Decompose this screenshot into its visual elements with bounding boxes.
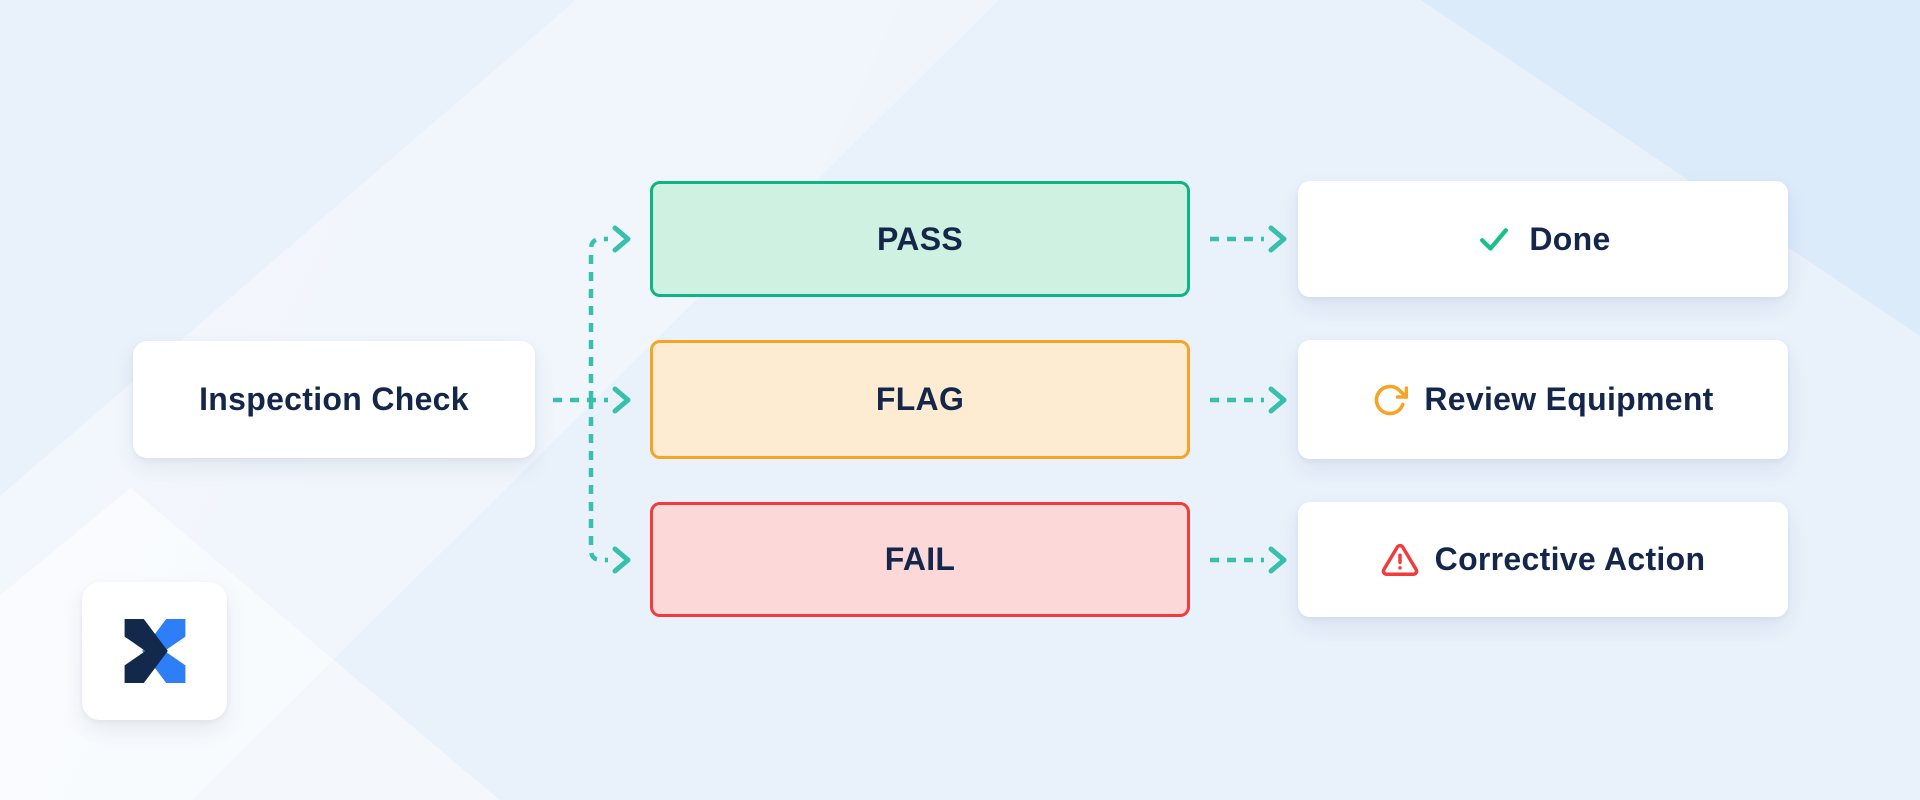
- inspection-check-label: Inspection Check: [199, 381, 469, 417]
- inspection-check-node: Inspection Check: [133, 341, 535, 458]
- connector-branch-to-fail: [588, 400, 608, 563]
- arrowhead-icon: [612, 225, 631, 253]
- arrowhead-icon: [1268, 386, 1287, 414]
- rotate-cw-icon: [1375, 384, 1409, 415]
- review-equipment-node: Review Equipment: [1298, 340, 1788, 459]
- arrowhead-icon: [612, 386, 631, 414]
- flag-node: FLAG: [650, 340, 1190, 459]
- done-label: Done: [1529, 220, 1611, 257]
- arrowhead-icon: [1268, 225, 1287, 253]
- fail-label: FAIL: [884, 541, 956, 577]
- flag-label: FLAG: [875, 381, 965, 417]
- pass-node: PASS: [650, 181, 1190, 297]
- x-logo-icon: [124, 619, 185, 683]
- arrowhead-icon: [612, 546, 631, 574]
- alert-triangle-icon: [1381, 543, 1418, 576]
- pass-label: PASS: [877, 220, 963, 257]
- logo-card: [82, 582, 227, 720]
- connector-branch-to-pass: [588, 236, 608, 400]
- done-node: Done: [1298, 181, 1788, 297]
- check-icon: [1480, 228, 1509, 251]
- fail-node: FAIL: [650, 502, 1190, 617]
- review-equipment-label: Review Equipment: [1424, 381, 1714, 417]
- corrective-action-node: Corrective Action: [1298, 502, 1788, 617]
- corrective-action-label: Corrective Action: [1434, 541, 1706, 577]
- arrowhead-icon: [1268, 546, 1287, 574]
